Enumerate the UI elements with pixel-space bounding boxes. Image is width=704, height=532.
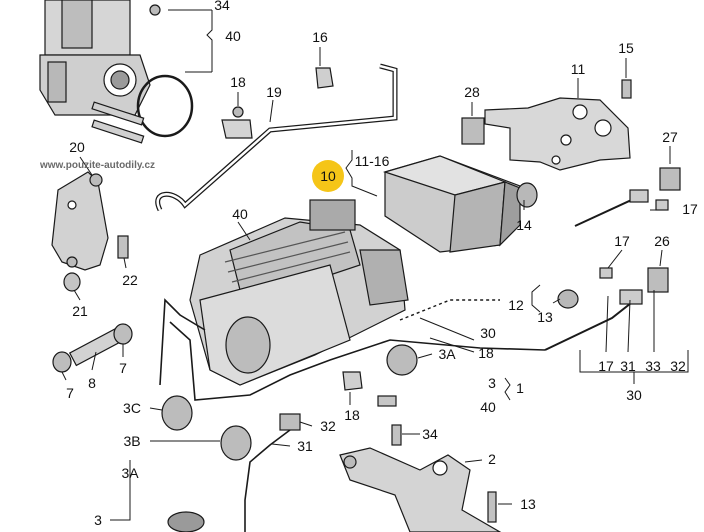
- callout-26: 26: [654, 233, 670, 249]
- control-unit-part: [382, 155, 521, 253]
- callout-14: 14: [516, 217, 532, 233]
- callout-40: 40: [232, 206, 248, 222]
- callout-19: 19: [266, 84, 282, 100]
- bushing-part: [63, 272, 81, 292]
- callout-21: 21: [72, 303, 88, 319]
- bracket-part: [51, 171, 109, 271]
- sensor-part: [461, 117, 485, 145]
- callout-3a: 3A: [438, 346, 456, 362]
- callout-7: 7: [66, 385, 74, 401]
- callout-31: 31: [297, 438, 313, 454]
- callout-30: 30: [480, 325, 496, 341]
- callout-34: 34: [422, 426, 438, 442]
- highlight-callout-circle: [312, 160, 344, 192]
- sensor-part: [279, 413, 301, 431]
- fitting-part: [377, 395, 397, 407]
- callout-22: 22: [122, 272, 138, 288]
- callout-15: 15: [618, 40, 634, 56]
- rubber-mount-part: [161, 344, 418, 532]
- sensor-part: [659, 167, 681, 191]
- callout-3c: 3C: [123, 400, 141, 416]
- callout-12: 12: [508, 297, 524, 313]
- air-line-part: [399, 299, 500, 321]
- callout-13: 13: [537, 309, 553, 325]
- callout-34: 34: [214, 0, 230, 13]
- callout-16: 16: [312, 29, 328, 45]
- callout-17: 17: [682, 201, 698, 217]
- air-line-part: [159, 298, 206, 386]
- callout-17: 17: [614, 233, 630, 249]
- screw-part: [117, 235, 129, 259]
- callout-8: 8: [88, 375, 96, 391]
- callout-13: 13: [520, 496, 536, 512]
- callout-27: 27: [662, 129, 678, 145]
- screw-part: [487, 491, 497, 523]
- screw-part: [391, 424, 402, 446]
- callout-40: 40: [225, 28, 241, 44]
- callout-32: 32: [670, 358, 686, 374]
- callout-7: 7: [119, 360, 127, 376]
- callout-17: 17: [598, 358, 614, 374]
- clip-part: [342, 371, 363, 391]
- callout-3a: 3A: [121, 465, 139, 481]
- callout-40: 40: [480, 399, 496, 415]
- callout-20: 20: [69, 139, 85, 155]
- grommet-part: [516, 182, 538, 208]
- callout-3b: 3B: [123, 433, 140, 449]
- o-ring-part: [136, 74, 194, 138]
- callout-2: 2: [488, 451, 496, 467]
- bracket-part: [484, 97, 631, 171]
- leader-lines: [61, 9, 689, 521]
- callout-3: 3: [94, 512, 102, 528]
- clip-part: [221, 106, 253, 139]
- callout-28: 28: [464, 84, 480, 100]
- bracket-part: [339, 447, 502, 532]
- clip-part: [315, 67, 334, 89]
- callout-labels: 34 40 16 15 11 18 19 28 20 27 11-16 14 1…: [66, 0, 698, 528]
- sensor-part: [647, 267, 669, 293]
- callout-18: 18: [230, 74, 246, 90]
- callout-18: 18: [478, 345, 494, 361]
- callout-30: 30: [626, 387, 642, 403]
- wire-part: [244, 429, 291, 532]
- callout-31: 31: [620, 358, 636, 374]
- callout-18: 18: [344, 407, 360, 423]
- air-line-part: [169, 321, 546, 401]
- callout-11: 11: [571, 61, 586, 77]
- callout-11-16: 11-16: [355, 153, 390, 169]
- callout-33: 33: [645, 358, 661, 374]
- screw-part: [621, 79, 632, 99]
- strut-top-part: [39, 0, 151, 116]
- bushing-part: [52, 323, 133, 373]
- bolt-part: [91, 4, 161, 144]
- callout-1: 1: [516, 380, 524, 396]
- grommet-part: [557, 289, 579, 309]
- watermark: www.pouzite-autodily.cz: [39, 160, 155, 171]
- callout-32: 32: [320, 418, 336, 434]
- callout-3: 3: [488, 375, 496, 391]
- compressor-part: [189, 199, 409, 386]
- highlight-callout-label: 10: [320, 168, 336, 184]
- wire-part: [574, 195, 641, 227]
- parts-layer: [39, 0, 681, 532]
